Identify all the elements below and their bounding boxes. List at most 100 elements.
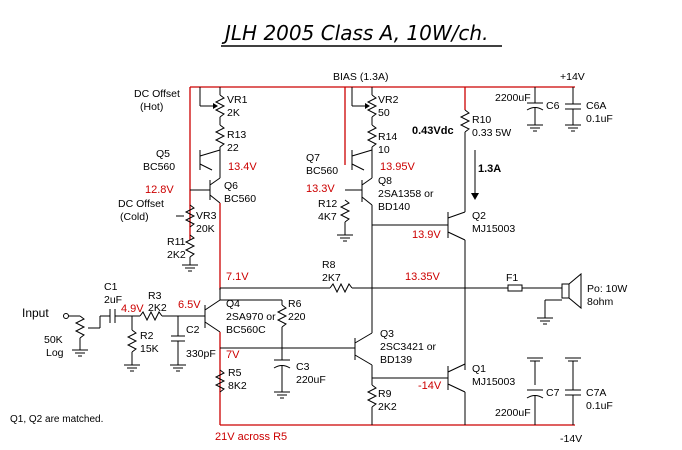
r14-value: 10	[378, 144, 390, 156]
q8-value-2: BD140	[378, 201, 410, 213]
c3-label: C3	[296, 361, 310, 373]
v65: 6.5V	[178, 299, 201, 311]
r9-label: R9	[378, 388, 392, 400]
po-label: Po: 10W	[587, 283, 627, 295]
c7-label: C7	[546, 387, 560, 399]
v128: 12.8V	[145, 184, 174, 196]
r8	[329, 282, 353, 294]
q6-value: BC560	[224, 193, 256, 205]
r11-value: 2K2	[167, 249, 186, 261]
pot-value: 50K	[44, 334, 63, 346]
vdc-label: 0.43Vdc	[412, 125, 454, 137]
r3-value: 2K2	[148, 302, 167, 314]
current-label: 1.3A	[478, 163, 501, 175]
v134: 13.4V	[228, 161, 257, 173]
c7a-label: C7A	[586, 387, 606, 399]
r10-value: 0.33 5W	[472, 127, 511, 139]
q2-label: Q2	[472, 210, 486, 222]
r13-label: R13	[227, 129, 246, 141]
q7-value: BC560	[306, 165, 338, 177]
r10	[459, 109, 471, 133]
q4-value-2: BC560C	[226, 324, 266, 336]
q7-label: Q7	[306, 152, 320, 164]
vm14: -14V	[418, 380, 442, 392]
c6a-label: C6A	[586, 100, 606, 112]
q8-value: 2SA1358 or	[378, 188, 434, 200]
r13-value: 22	[227, 142, 239, 154]
dc-offset-hot-label: DC Offset	[134, 88, 180, 100]
q8-label: Q8	[378, 175, 392, 187]
vr2	[366, 94, 378, 118]
r5-label: R5	[228, 367, 242, 379]
vr1-value: 2K	[227, 107, 240, 119]
r6	[276, 304, 288, 328]
vr3-value: 20K	[196, 223, 215, 235]
v139: 13.9V	[412, 229, 441, 241]
q3-value-2: BD139	[380, 354, 412, 366]
vr2-value: 50	[378, 107, 390, 119]
dc-offset-cold-sub: (Cold)	[120, 211, 149, 223]
c2-label: C2	[186, 324, 200, 336]
v1335: 13.35V	[405, 271, 441, 283]
r11	[184, 234, 196, 258]
input-jack[interactable]	[63, 313, 69, 319]
speaker-icon	[561, 283, 570, 299]
v133: 13.3V	[306, 183, 335, 195]
r8-value: 2K7	[322, 272, 341, 284]
r10-label: R10	[472, 114, 491, 126]
r12	[339, 199, 351, 223]
q5-value: BC560	[143, 161, 175, 173]
vr1-label: VR1	[227, 94, 248, 106]
r2	[126, 329, 138, 353]
fuse	[507, 284, 523, 292]
r13	[214, 124, 226, 148]
r9	[366, 384, 378, 408]
bias-label: BIAS (1.3A)	[333, 71, 388, 83]
r3	[139, 310, 163, 322]
r14	[366, 124, 378, 148]
r12-label: R12	[318, 198, 337, 210]
c1-label: C1	[104, 281, 118, 293]
q3-value: 2SC3421 or	[380, 341, 437, 353]
r5	[214, 369, 226, 393]
c7-value: 2200uF	[495, 407, 531, 419]
volume-pot[interactable]	[74, 315, 86, 339]
vr2-label: VR2	[378, 94, 399, 106]
q6-label: Q6	[224, 180, 238, 192]
vminus-label: -14V	[560, 433, 582, 445]
v71: 7.1V	[226, 271, 249, 283]
r8-label: R8	[322, 259, 336, 271]
vr1	[214, 94, 226, 118]
input-label: Input	[22, 306, 49, 320]
r12-value: 4K7	[318, 211, 337, 223]
r6-label: R6	[288, 298, 302, 310]
po-impedance: 8ohm	[587, 296, 614, 308]
r5-value: 8K2	[228, 380, 247, 392]
q1-label: Q1	[472, 363, 486, 375]
r9-value: 2K2	[378, 401, 397, 413]
r6-value: 220	[288, 311, 306, 323]
q5-label: Q5	[156, 148, 170, 160]
vplus-label: +14V	[560, 71, 585, 83]
c2-value: 330pF	[186, 348, 216, 360]
dc-offset-cold-label: DC Offset	[118, 198, 164, 210]
q2-value: MJ15003	[472, 223, 515, 235]
r3-label: R3	[148, 290, 162, 302]
r14-label: R14	[378, 131, 397, 143]
c1-value: 2uF	[104, 294, 122, 306]
v49: 4.9V	[121, 303, 144, 315]
dc-offset-hot-sub: (Hot)	[140, 101, 163, 113]
r11-label: R11	[167, 236, 186, 248]
r2-value: 15K	[140, 343, 159, 355]
r2-label: R2	[140, 330, 154, 342]
matched-note: Q1, Q2 are matched.	[10, 414, 103, 425]
q1-value: MJ15003	[472, 376, 515, 388]
q4-label: Q4	[226, 298, 240, 310]
across-r5-note: 21V across R5	[215, 431, 287, 443]
v1395: 13.95V	[380, 161, 416, 173]
c6-value: 2200uF	[495, 92, 531, 104]
f1-label: F1	[506, 272, 518, 284]
pot-type: Log	[46, 347, 64, 359]
